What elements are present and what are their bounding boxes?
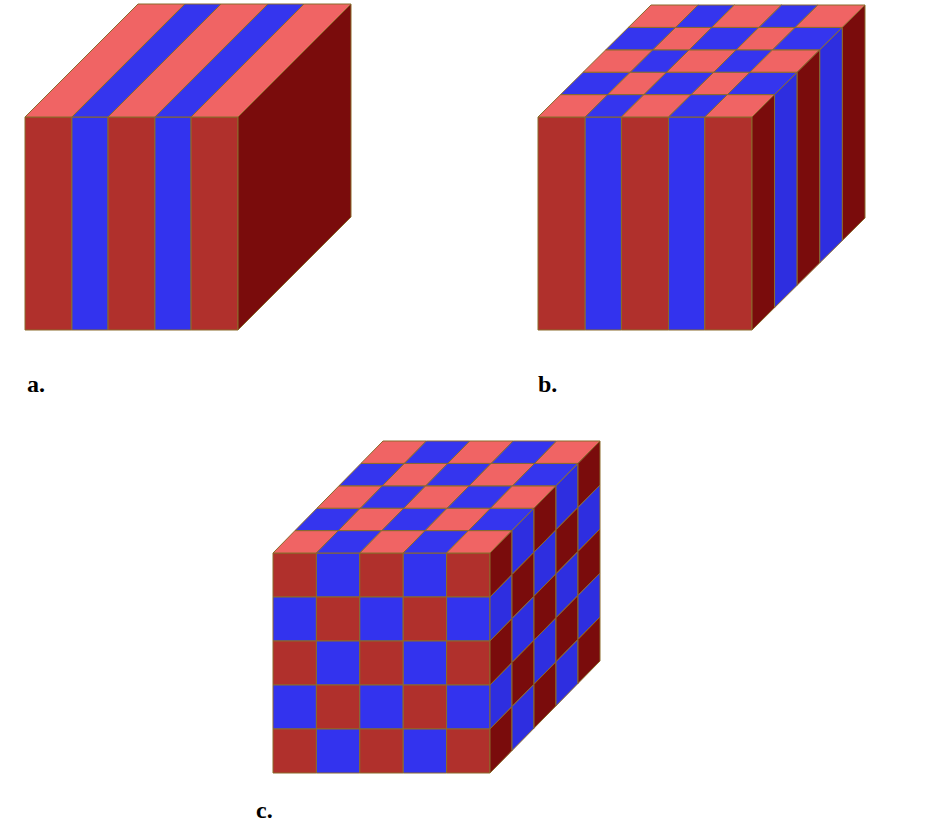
front-cell [316, 641, 359, 685]
front-cell [447, 641, 490, 685]
front-cell [403, 553, 446, 597]
front-cell [447, 685, 490, 729]
right-cell [842, 5, 865, 240]
front-cell [403, 641, 446, 685]
front-cell [360, 729, 403, 773]
front-cell [538, 117, 585, 330]
front-cell [669, 117, 705, 330]
front-cell [273, 729, 316, 773]
front-cell [316, 553, 359, 597]
front-cell [360, 553, 403, 597]
front-cell [447, 597, 490, 641]
front-cell [273, 641, 316, 685]
checker-cube [273, 441, 600, 773]
front-cell [360, 685, 403, 729]
front-cell [191, 117, 238, 330]
striped-block [25, 4, 351, 330]
panel-letter: a. [27, 372, 45, 396]
front-cell [316, 729, 359, 773]
front-cell [25, 117, 72, 330]
front-cell [316, 685, 359, 729]
front-cell [273, 685, 316, 729]
front-cell [316, 597, 359, 641]
right-cell [556, 639, 578, 705]
right-cell [752, 95, 775, 330]
front-cell [273, 597, 316, 641]
panel-letter: b. [538, 372, 557, 396]
panel-letter: c. [256, 798, 273, 822]
front-cell [403, 729, 446, 773]
front-cell [360, 641, 403, 685]
right-cell [238, 4, 351, 330]
front-cell [360, 597, 403, 641]
front-cell [72, 117, 108, 330]
front-cell [403, 597, 446, 641]
rod-block [538, 5, 865, 330]
right-cell [775, 72, 798, 307]
front-cell [447, 729, 490, 773]
front-cell [108, 117, 155, 330]
front-cell [585, 117, 621, 330]
right-cell [820, 27, 843, 262]
front-cell [705, 117, 752, 330]
right-cell [797, 50, 820, 285]
front-cell [447, 553, 490, 597]
right-cell [578, 617, 600, 683]
front-cell [621, 117, 668, 330]
front-cell [155, 117, 191, 330]
front-cell [273, 553, 316, 597]
front-cell [403, 685, 446, 729]
right-cell [512, 684, 534, 750]
right-cell [534, 662, 556, 728]
right-cell [490, 707, 512, 773]
